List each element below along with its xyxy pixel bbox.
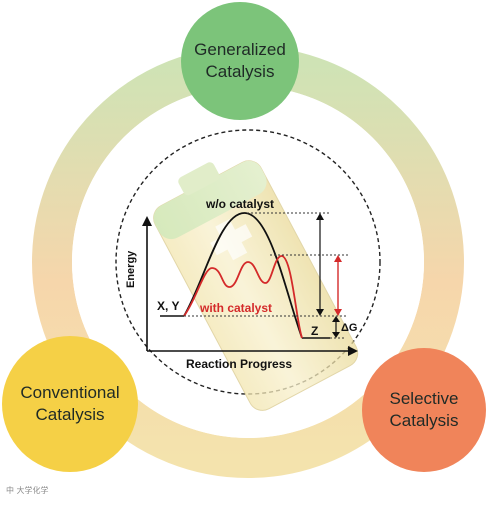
battery-icon — [153, 160, 359, 411]
node-top-line2: Catalysis — [205, 62, 275, 81]
watermark: 中 大学化学 — [6, 486, 49, 495]
catalyzed-label: with catalyst — [199, 301, 272, 315]
x-axis-label: Reaction Progress — [186, 357, 292, 371]
y-axis-arrow — [142, 216, 152, 226]
y-axis-label: Energy — [125, 250, 137, 288]
reactant-label: X, Y — [157, 299, 179, 313]
node-right-line1: Selective — [389, 389, 459, 408]
selective-catalysis-node: Selective Catalysis — [362, 348, 486, 472]
node-top-line1: Generalized — [194, 40, 286, 59]
x-axis-arrow — [348, 346, 358, 356]
node-left-line1: Conventional — [20, 383, 120, 402]
product-label: Z — [311, 324, 318, 338]
node-right-line2: Catalysis — [389, 411, 459, 430]
uncatalyzed-curve — [183, 212, 303, 339]
generalized-catalysis-node: Generalized Catalysis — [181, 2, 299, 120]
catalyzed-curve — [183, 255, 303, 339]
delta-g-label: ΔG — [341, 322, 357, 334]
node-left-line2: Catalysis — [35, 405, 105, 424]
uncatalyzed-label: w/o catalyst — [205, 197, 274, 211]
dashed-circle — [115, 129, 381, 395]
conventional-catalysis-node: Conventional Catalysis — [2, 336, 138, 472]
